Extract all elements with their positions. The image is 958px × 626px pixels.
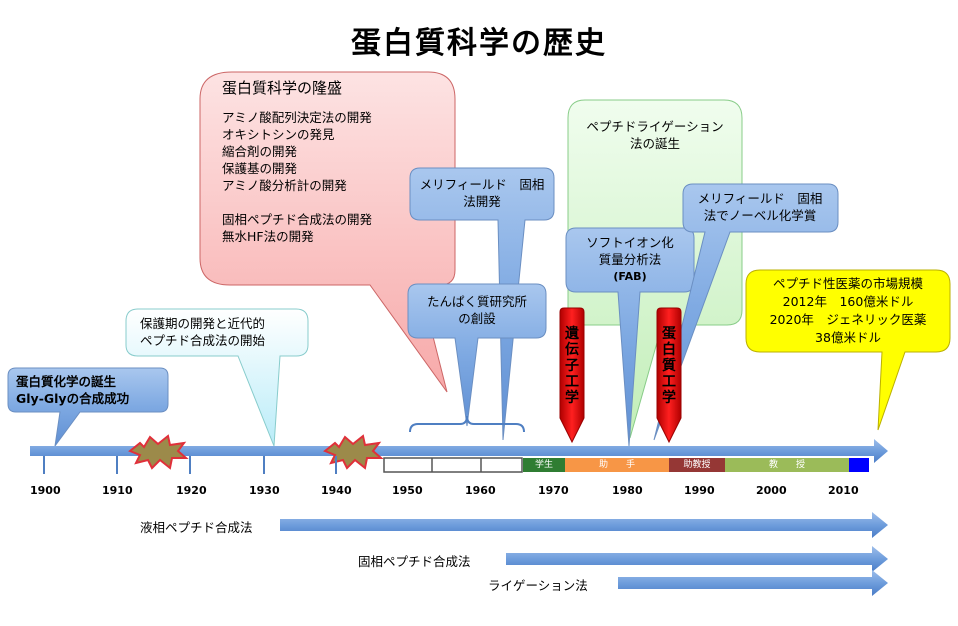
genetic-engineering-label: 遺伝子工学 (565, 326, 579, 406)
boom-item: オキシトシンの発見 (222, 127, 335, 142)
year-label: 1960 (465, 484, 496, 497)
phase-associate-prof-label: 助教授 (683, 460, 711, 470)
year-label: 1970 (538, 484, 569, 497)
method-arrow-ligation (618, 570, 888, 596)
boom-item: 保護基の開発 (222, 161, 298, 176)
method-ligation-label: ライゲーション法 (488, 578, 588, 593)
protecting-callout-text: 保護期の開発と近代的 ペプチド合成法の開始 (140, 316, 266, 348)
explosion-ww1-icon (128, 434, 189, 470)
boom-item: 固相ペプチド合成法の開発 (222, 212, 373, 227)
nobel-callout-text: メリフィールド 固相 法でノーベル化学賞 (697, 191, 823, 223)
birth-callout (7, 367, 169, 447)
protecting-callout (125, 308, 309, 447)
year-ticks (43, 456, 337, 474)
phase-assistant-label: 助 手 (598, 460, 635, 470)
boom-heading: 蛋白質科学の隆盛 (222, 79, 343, 97)
softion-callout (565, 227, 695, 447)
year-label: 2010 (828, 484, 859, 497)
protein-engineering-label: 蛋白質工学 (662, 326, 676, 406)
year-label: 1910 (102, 484, 133, 497)
institute-callout (407, 283, 547, 427)
year-label: 1990 (684, 484, 715, 497)
page-title: 蛋白質科学の歴史 (351, 26, 607, 61)
institute-callout-text: たんぱく質研究所 の創設 (426, 294, 527, 326)
year-label: 1900 (30, 484, 61, 497)
phase-student-label: 学生 (534, 460, 553, 470)
method-liquid-label: 液相ペプチド合成法 (140, 520, 253, 535)
boom-item: アミノ酸分析計の開発 (222, 178, 347, 193)
career-bar (383, 457, 869, 473)
phase-professor-label: 教 授 (768, 460, 805, 470)
year-label: 1980 (612, 484, 643, 497)
boom-item: アミノ酸配列決定法の開発 (222, 110, 372, 125)
year-label: 1920 (176, 484, 207, 497)
method-arrow-solid (506, 546, 888, 572)
main-axis (30, 439, 888, 463)
birth-callout-text: 蛋白質化学の誕生 Gly-Glyの合成成功 (16, 374, 130, 406)
boom-callout-text: 蛋白質科学の隆盛 アミノ酸配列決定法の開発 オキシトシンの発見 縮合剤の開発 保… (222, 80, 372, 245)
year-label: 1940 (321, 484, 352, 497)
nobel-callout (653, 183, 839, 441)
period-bracket (409, 415, 525, 433)
year-label: 1950 (392, 484, 423, 497)
year-label: 2000 (756, 484, 787, 497)
market-callout-text: ペプチド性医薬の市場規模 2012年 160億米ドル 2020年 ジェネリック医… (769, 276, 927, 345)
explosion-ww2-icon (323, 434, 384, 470)
market-callout (745, 269, 951, 431)
softion-callout-text: ソフトイオン化 質量分析法 (FAB) (586, 235, 674, 283)
boom-item: 無水HF法の開発 (222, 229, 314, 244)
method-solid-label: 固相ペプチド合成法 (358, 554, 471, 569)
protein-engineering-marker (656, 307, 682, 444)
year-label: 1930 (249, 484, 280, 497)
merrifield-dev-callout-text: メリフィールド 固相 法開発 (419, 177, 545, 209)
boom-item: 縮合剤の開発 (222, 144, 298, 159)
genetic-engineering-marker (559, 307, 585, 444)
ligation-callout-text: ペプチドライゲーション 法の誕生 (586, 119, 724, 151)
method-arrow-liquid (280, 512, 888, 538)
